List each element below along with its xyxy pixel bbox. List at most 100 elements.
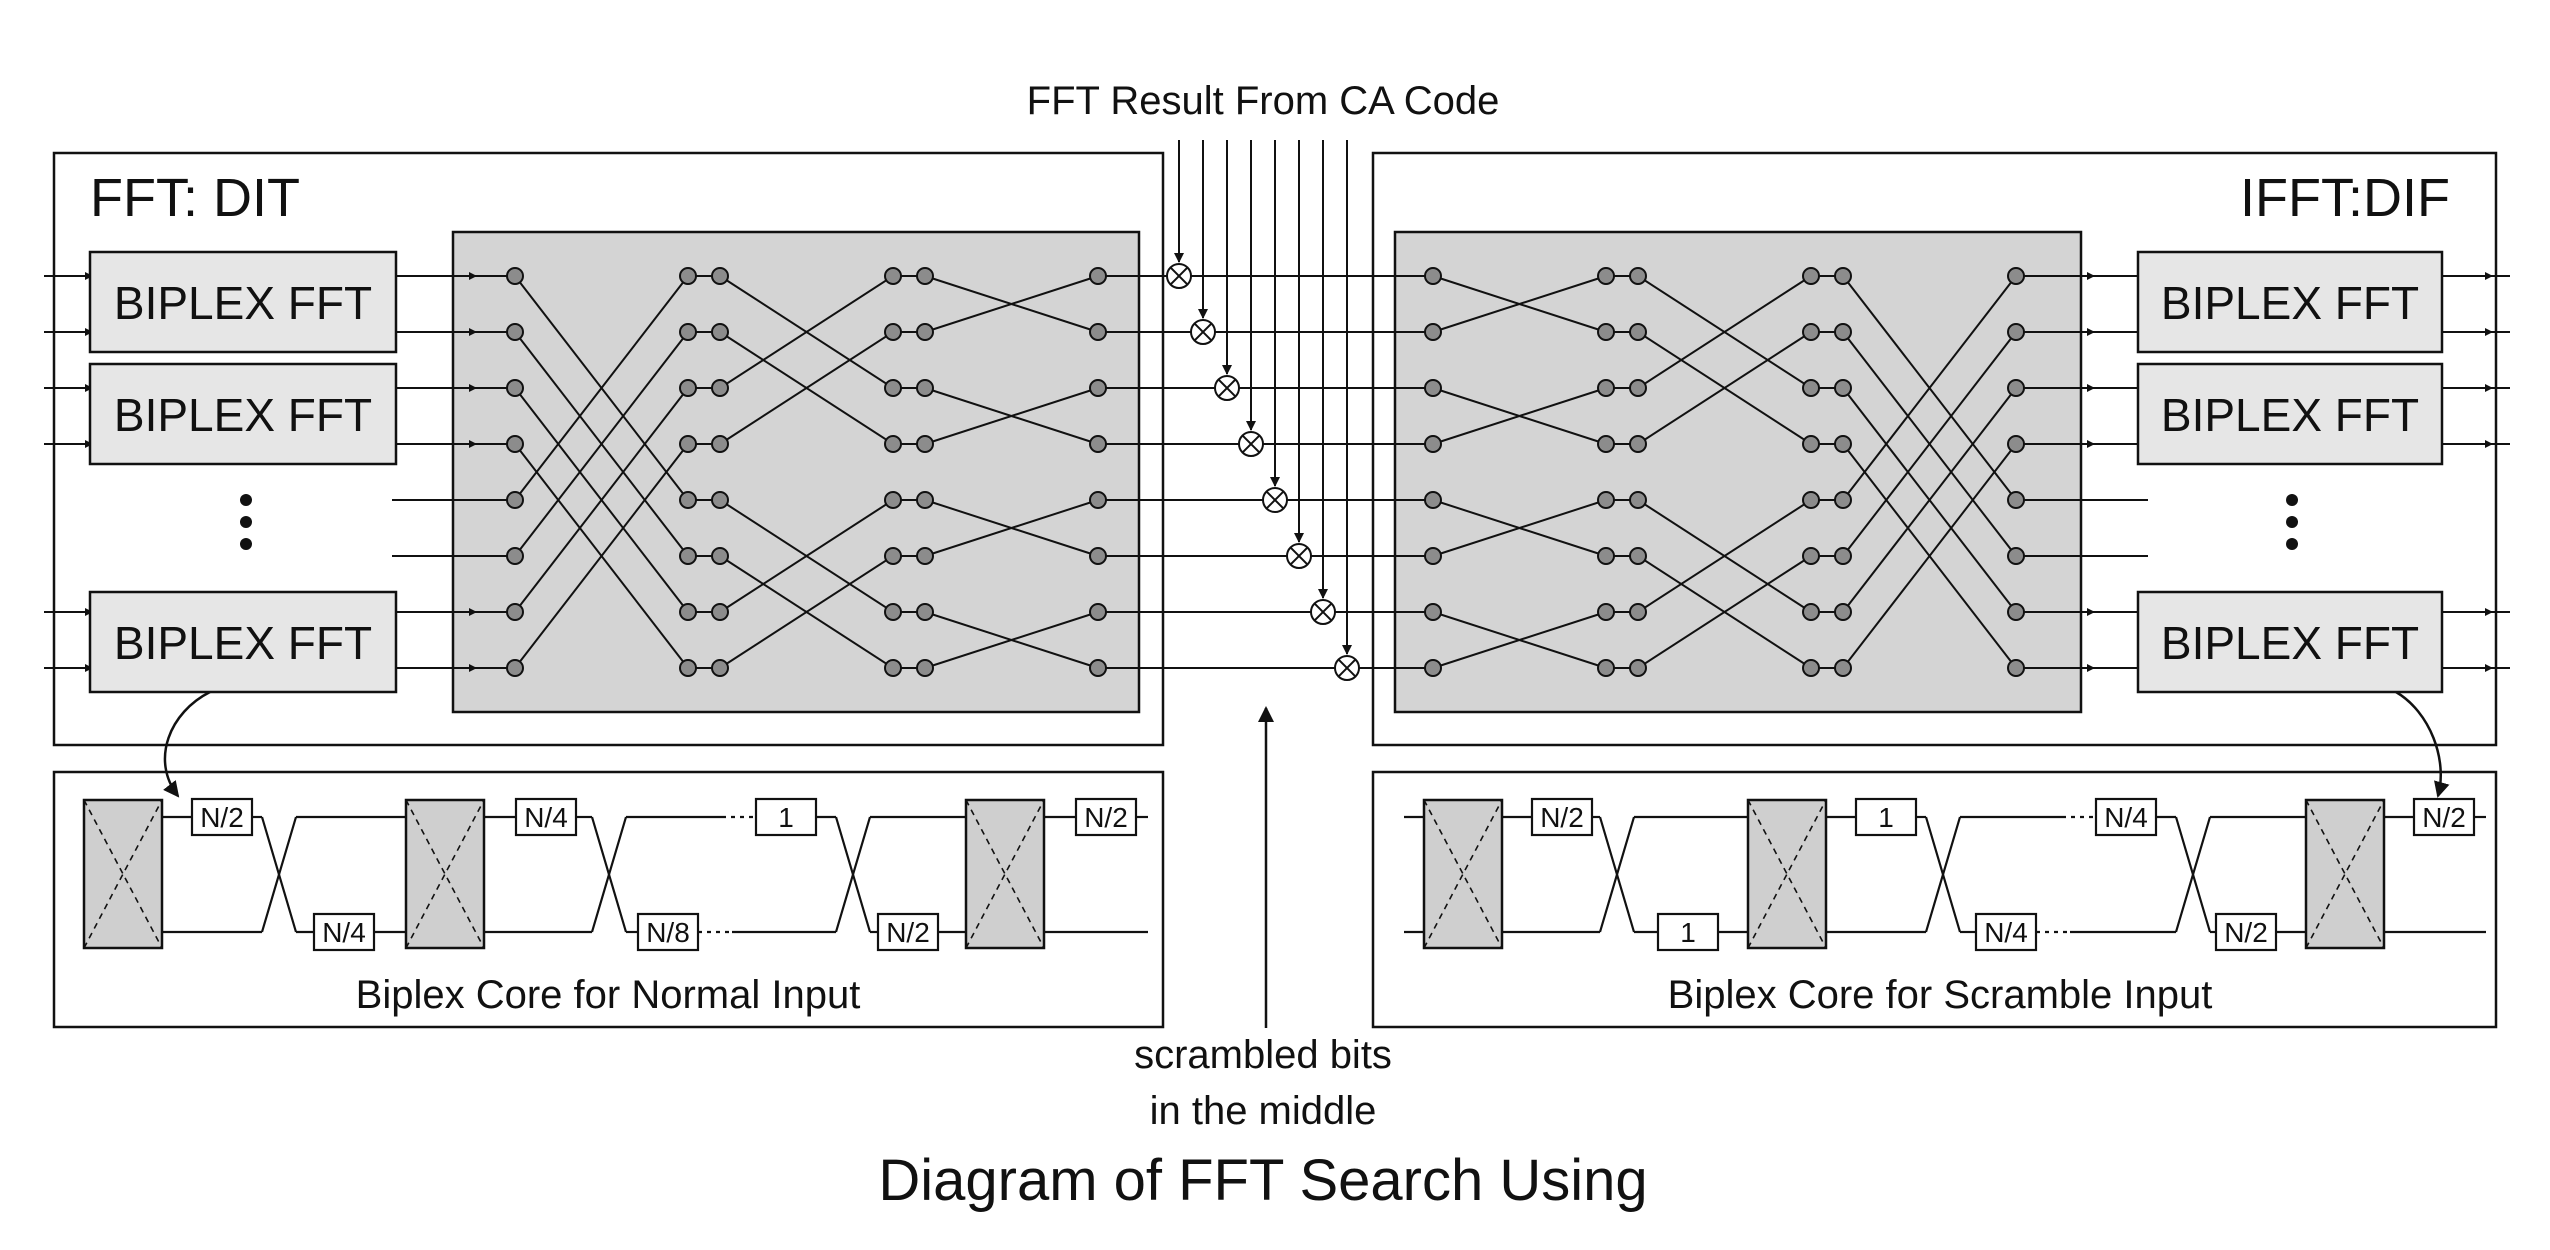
butterfly-node	[2007, 323, 2025, 341]
butterfly-wire	[514, 331, 689, 557]
butterfly-node	[916, 659, 934, 677]
left-biplex-fft-2-label: BIPLEX FFT	[114, 389, 372, 441]
butterfly-wire	[719, 331, 894, 445]
butterfly-node	[711, 603, 729, 621]
commutator-dash	[2305, 799, 2385, 949]
middle-note-line-2: in the middle	[1150, 1089, 1377, 1133]
right-ifft-panel	[1371, 151, 2498, 747]
butterfly-node	[1089, 659, 1107, 677]
left-biplex-fft-3: BIPLEX FFT	[88, 590, 398, 694]
butterfly-wire	[1432, 611, 1607, 669]
butterfly-node	[2007, 547, 2025, 565]
delay-label: N/4	[1984, 917, 2028, 948]
butterfly-wire	[1842, 443, 2017, 669]
butterfly-node	[679, 267, 697, 285]
delay-label: N/2	[1540, 802, 1584, 833]
ellipsis-dot	[240, 494, 252, 506]
delay-box	[312, 912, 376, 952]
butterfly-node	[1834, 323, 1852, 341]
butterfly-node	[1629, 379, 1647, 397]
commutator-dash	[965, 799, 1045, 949]
butterfly-node	[679, 603, 697, 621]
ellipsis-dot	[240, 538, 252, 550]
commutator-dash	[1423, 799, 1503, 949]
commutator-dash	[1423, 799, 1503, 949]
multiplier-cross	[1193, 322, 1213, 342]
butterfly-node	[1802, 547, 1820, 565]
butterfly-node	[679, 379, 697, 397]
butterfly-node	[1424, 267, 1442, 285]
delay-box	[1530, 797, 1594, 837]
butterfly-node	[1834, 267, 1852, 285]
delay-label: N/2	[2422, 802, 2466, 833]
left-biplex-fft-1-box	[88, 250, 398, 354]
left-biplex-fft-3-box	[88, 590, 398, 694]
butterfly-wire	[1432, 275, 1607, 333]
butterfly-node	[1629, 659, 1647, 677]
butterfly-node	[1424, 659, 1442, 677]
butterfly-wire	[719, 275, 894, 389]
left-core-delay-top-3: 1	[754, 797, 818, 837]
butterfly-node	[1802, 659, 1820, 677]
commutator-dash	[1747, 799, 1827, 949]
butterfly-node	[506, 659, 524, 677]
right-core-delay-bot-1: 1	[1656, 912, 1720, 952]
butterfly-node	[1424, 379, 1442, 397]
butterfly-node	[1802, 435, 1820, 453]
right-biplex-fft-2-label: BIPLEX FFT	[2161, 389, 2419, 441]
right-core-delay-bot-2: N/4	[1974, 912, 2038, 952]
ellipsis-dot	[2286, 494, 2298, 506]
butterfly-node	[884, 379, 902, 397]
butterfly-node	[506, 323, 524, 341]
multiplier-cross	[1313, 602, 1333, 622]
butterfly-node	[1597, 659, 1615, 677]
butterfly-node	[884, 323, 902, 341]
commutator-dash	[405, 799, 485, 949]
butterfly-node	[711, 491, 729, 509]
delay-box	[190, 797, 254, 837]
right-core-caption: Biplex Core for Scramble Input	[1668, 973, 2213, 1017]
butterfly-wire	[1842, 387, 2017, 613]
delay-box	[2214, 912, 2278, 952]
butterfly-wire	[1637, 555, 1812, 669]
left-biplex-fft-1-label: BIPLEX FFT	[114, 277, 372, 329]
butterfly-node	[1629, 603, 1647, 621]
right-biplex-fft-3: BIPLEX FFT	[2136, 590, 2444, 694]
butterfly-node	[506, 379, 524, 397]
butterfly-wire	[719, 499, 894, 613]
butterfly-node	[1597, 323, 1615, 341]
delay-label: N/2	[200, 802, 244, 833]
butterfly-node	[711, 267, 729, 285]
butterfly-node	[2007, 659, 2025, 677]
left-butterfly-network	[451, 230, 1141, 714]
butterfly-wire	[1637, 275, 1812, 389]
delay-label: N/2	[1084, 802, 1128, 833]
butterfly-node	[1424, 491, 1442, 509]
butterfly-node	[679, 323, 697, 341]
butterfly-wire	[719, 555, 894, 669]
butterfly-node	[884, 267, 902, 285]
butterfly-node	[679, 547, 697, 565]
butterfly-node	[1089, 547, 1107, 565]
delay-label: N/4	[322, 917, 366, 948]
left-core-caption: Biplex Core for Normal Input	[356, 973, 861, 1017]
butterfly-node	[2007, 491, 2025, 509]
left-core-delay-top-4: N/2	[1074, 797, 1138, 837]
butterfly-node	[711, 323, 729, 341]
butterfly-node	[506, 603, 524, 621]
butterfly-node	[1089, 435, 1107, 453]
left-biplex-fft-2: BIPLEX FFT	[88, 362, 398, 466]
butterfly-node	[2007, 435, 2025, 453]
commutator-dash	[83, 799, 163, 949]
butterfly-node	[711, 547, 729, 565]
butterfly-node	[916, 267, 934, 285]
butterfly-node	[916, 323, 934, 341]
butterfly-node	[884, 659, 902, 677]
delay-label: N/8	[646, 917, 690, 948]
ellipsis-dot	[240, 516, 252, 528]
delay-box	[2412, 797, 2476, 837]
delay-box	[2094, 797, 2158, 837]
butterfly-wire	[924, 387, 1099, 445]
right-core-delay-top-4: N/2	[2412, 797, 2476, 837]
